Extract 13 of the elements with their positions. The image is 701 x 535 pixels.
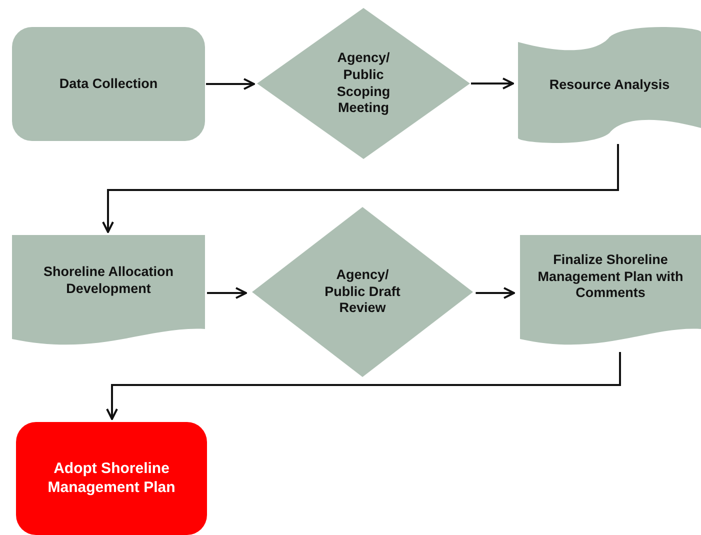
node-label: Agency/ Public Scoping Meeting xyxy=(336,50,392,118)
node-label: Adopt Shoreline Management Plan xyxy=(46,460,176,498)
arrow xyxy=(476,287,515,299)
arrow xyxy=(471,78,514,90)
arrow xyxy=(102,144,619,233)
node-label: Agency/ Public Draft Review xyxy=(324,266,402,318)
node-label: Data Collection xyxy=(59,76,158,92)
arrow xyxy=(106,352,621,420)
arrow xyxy=(207,287,247,299)
node-label: Resource Analysis xyxy=(549,76,670,94)
node-label: Finalize Shoreline Management Plan with Comments xyxy=(536,252,684,302)
node-label: Shoreline Allocation Development xyxy=(42,264,175,298)
arrow xyxy=(206,78,255,90)
